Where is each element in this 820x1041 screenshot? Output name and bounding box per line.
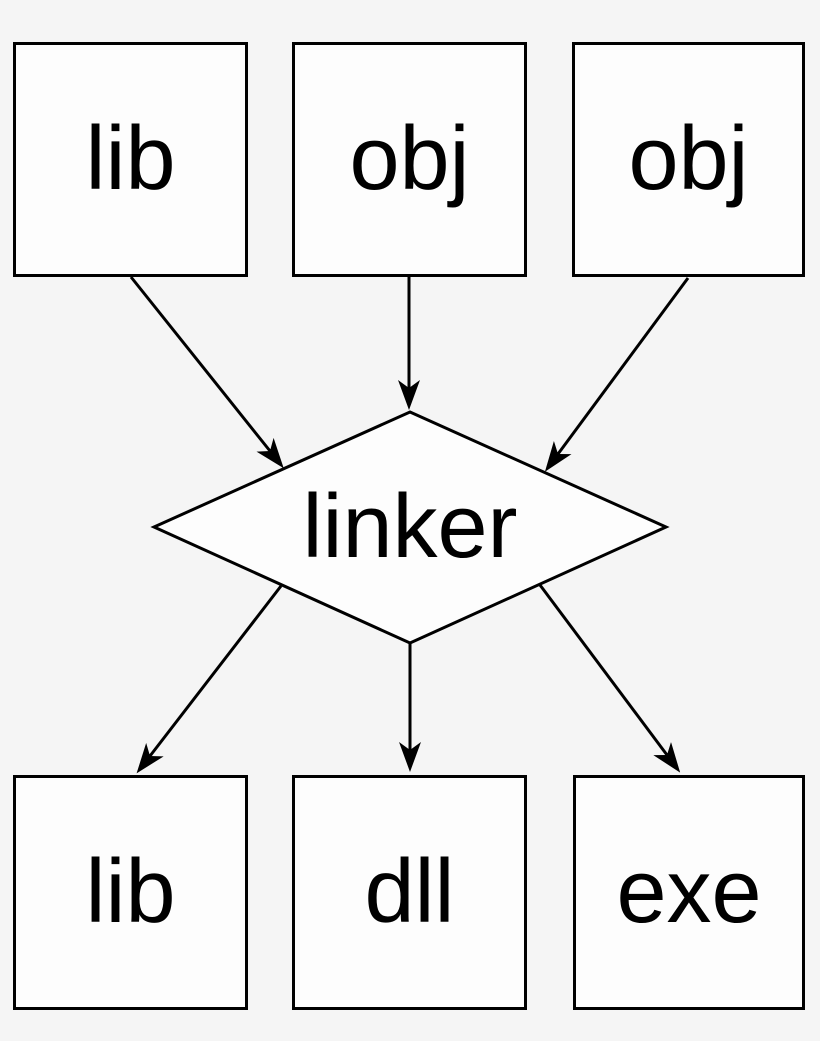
node-obj-1-label: obj [349, 109, 470, 209]
edge-linker-to-exe-out-arrow [538, 584, 681, 773]
linker-label-text: linker [302, 477, 518, 577]
node-exe-output-box: exe [573, 775, 805, 1010]
node-obj-2-label: obj [628, 109, 749, 209]
node-dll-output-box: dll [292, 775, 527, 1010]
node-linker-label: linker [154, 412, 666, 643]
edge-lib-in-to-linker-arrow [129, 276, 284, 469]
node-obj-2-box: obj [572, 42, 805, 277]
node-dll-output-label: dll [364, 842, 455, 942]
node-lib-input-box: lib [13, 42, 248, 277]
node-lib-input-label: lib [85, 109, 176, 209]
node-obj-1-box: obj [292, 42, 527, 277]
edge-linker-to-lib-out-arrow [136, 585, 283, 774]
edge-obj-2-to-linker-arrow [544, 277, 690, 472]
node-exe-output-label: exe [616, 842, 762, 942]
node-lib-output-label: lib [85, 842, 176, 942]
node-lib-output-box: lib [13, 775, 248, 1010]
